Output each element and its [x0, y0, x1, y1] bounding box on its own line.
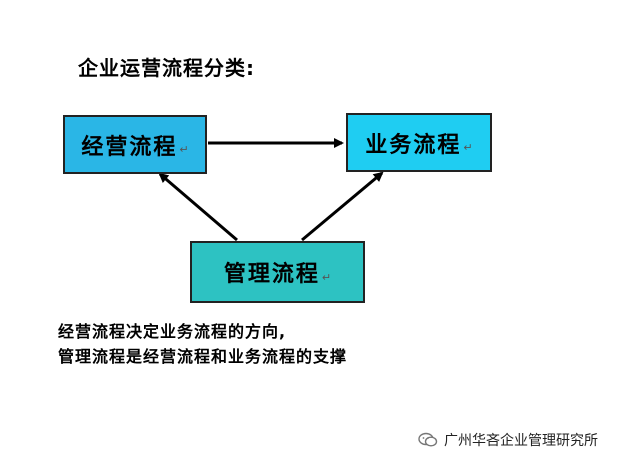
arrow-management-to-business [301, 171, 384, 242]
business-process-label: 业务流程 [365, 132, 462, 158]
diagram-title: 企业运营流程分类: [78, 56, 255, 80]
return-mark: ↵ [179, 143, 189, 156]
watermark-text: 广州华吝企业管理研究所 [444, 433, 598, 449]
watermark: 广州华吝企业管理研究所 [418, 430, 598, 450]
management-process-box: 管理流程 ↵ [190, 241, 365, 303]
return-mark: ↵ [321, 270, 332, 284]
operations-process-label: 经营流程 [81, 134, 178, 160]
wechat-icon [418, 432, 438, 447]
description-line-2: 管理流程是经营流程和业务流程的支撑 [58, 347, 348, 366]
business-process-box: 业务流程 ↵ [346, 113, 492, 172]
management-process-label: 管理流程 [223, 262, 320, 287]
description-line-1: 经营流程决定业务流程的方向, [58, 322, 287, 341]
arrow-management-to-operations [158, 172, 238, 242]
return-mark: ↵ [463, 141, 473, 154]
operations-process-box: 经营流程 ↵ [63, 115, 207, 174]
